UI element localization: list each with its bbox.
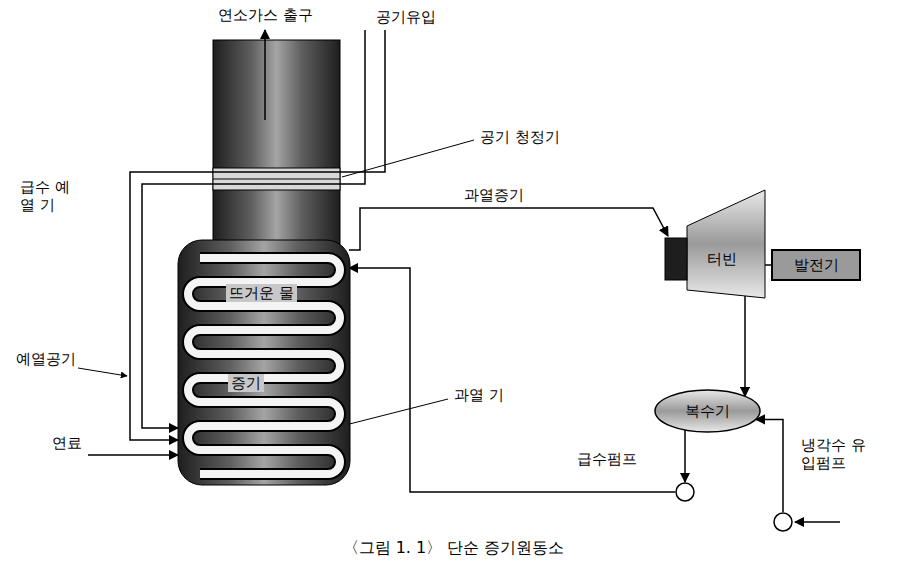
- air-cleaner-tube: [213, 179, 340, 180]
- node-text: 발전기: [794, 256, 839, 274]
- turbine-inlet: [665, 238, 687, 280]
- turbine-shape: [665, 190, 765, 298]
- cooling-water-inlet: [795, 521, 840, 523]
- part-label: 연소가스 출구: [216, 6, 315, 24]
- condenser-outline: [655, 390, 760, 432]
- pipe-connector: [744, 296, 746, 396]
- figure-caption: 〈그림 1. 1〉 단순 증기원동소: [0, 538, 907, 557]
- node-text: 뜨거운 물: [226, 284, 297, 302]
- cooling-water-pump: 냉각수 유입펌프: [773, 512, 793, 532]
- pump-symbol: [774, 513, 792, 531]
- turbine: 터빈: [665, 190, 765, 298]
- pipe-connector: [756, 419, 783, 512]
- pipe-connector: [684, 430, 686, 482]
- part-label: 급수 예열 기: [18, 178, 78, 214]
- preheated-air-pointer: [78, 368, 127, 376]
- flue-gas-arrow: [264, 30, 266, 120]
- part-label: 예열공기: [14, 350, 78, 368]
- boiler-vessel: 뜨거운 물증기: [178, 240, 350, 485]
- condenser: 복수기: [655, 390, 760, 432]
- feed-pump-shape: [675, 482, 695, 502]
- node-text: 복수기: [685, 402, 730, 420]
- pipe-connector: [349, 268, 675, 492]
- serpentine-tube: [188, 258, 340, 474]
- node-text: 급수펌프: [577, 450, 637, 468]
- boiler-body: [178, 240, 350, 485]
- generator-box: 발전기: [772, 250, 860, 280]
- part-label: 공기유입: [374, 8, 438, 26]
- edge-label: 과열증기: [462, 186, 526, 204]
- fuel-inlet-arrow: [88, 454, 178, 456]
- node-text: 증기: [228, 374, 264, 392]
- part-label: 과열 기: [452, 386, 506, 404]
- generator-outline: [772, 250, 860, 280]
- cooling-water-pump-shape: [773, 512, 793, 532]
- boiler-vessel-shape: [178, 240, 350, 485]
- tube-outline: [188, 258, 340, 474]
- part-label: 연료: [50, 434, 84, 452]
- node-text: 터빈: [707, 250, 737, 268]
- node-text: 냉각수 유입펌프: [801, 436, 873, 472]
- pipe-connector: [765, 264, 772, 266]
- feed-pump: 급수펌프: [675, 482, 695, 502]
- chimney: [213, 40, 340, 245]
- leader-line: [342, 140, 474, 177]
- part-label: 공기 청정기: [478, 128, 562, 146]
- turbine-casing: [687, 190, 765, 298]
- pump-symbol: [676, 483, 694, 501]
- pipe-connector: [349, 208, 668, 250]
